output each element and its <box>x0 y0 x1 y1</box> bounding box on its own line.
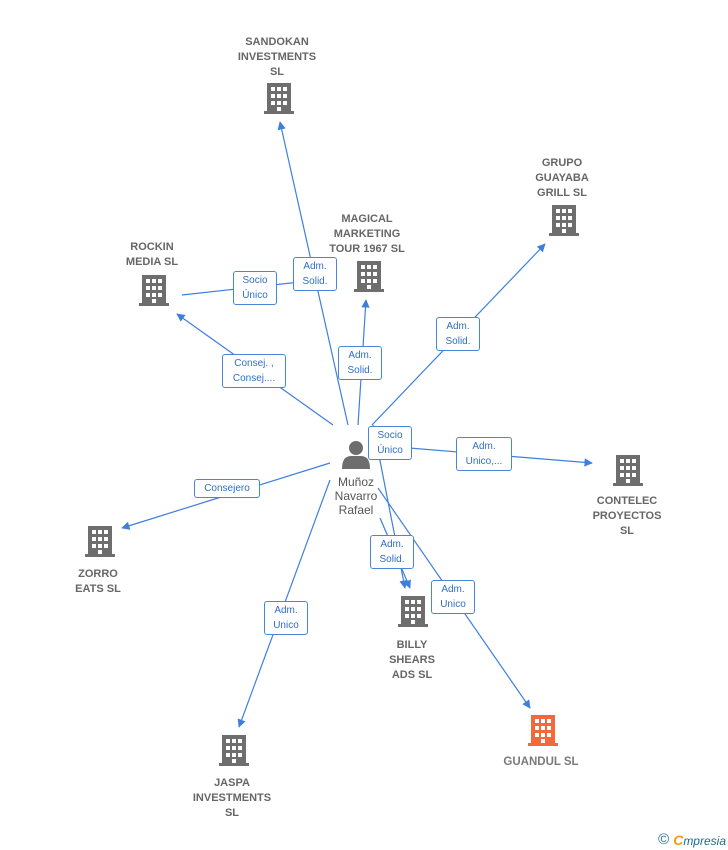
relation-label-r2[interactable]: Socio Único <box>233 271 277 305</box>
building-icon <box>613 455 643 486</box>
building-icon <box>139 275 169 306</box>
brand-logo: Cmpresia <box>673 831 726 848</box>
building-icon <box>398 596 428 627</box>
building-icon <box>528 715 558 746</box>
company-name-sandokan[interactable]: SANDOKAN INVESTMENTS SL <box>237 36 317 78</box>
building-icon <box>85 526 115 557</box>
footer-brand: © Cmpresia <box>658 831 726 848</box>
company-name-rockin[interactable]: ROCKIN MEDIA SL <box>125 241 179 268</box>
relation-label-r9[interactable]: Adm. Solid. <box>370 535 414 569</box>
company-name-jaspa[interactable]: JASPA INVESTMENTS SL <box>192 777 272 819</box>
copyright-icon: © <box>658 831 670 848</box>
company-name-guandul[interactable]: GUANDUL SL <box>503 756 579 768</box>
company-name-grupo-guayaba[interactable]: GRUPO GUAYABA GRILL SL <box>535 157 589 199</box>
relation-label-r8[interactable]: Consejero <box>194 479 260 498</box>
company-name-magical[interactable]: MAGICAL MARKETING TOUR 1967 SL <box>329 213 405 255</box>
relation-label-r10[interactable]: Adm. Unico <box>431 580 475 614</box>
company-name-zorro[interactable]: ZORRO EATS SL <box>75 568 121 595</box>
person-name[interactable]: Muñoz Navarro Rafael <box>334 475 378 517</box>
relation-label-r6[interactable]: Socio Único <box>368 426 412 460</box>
company-name-billy[interactable]: BILLY SHEARS ADS SL <box>389 639 435 681</box>
person-icon <box>342 441 370 469</box>
relation-label-r4[interactable]: Adm. Solid. <box>338 346 382 380</box>
company-name-contelec[interactable]: CONTELEC PROYECTOS SL <box>592 495 662 537</box>
relation-label-r1[interactable]: Adm. Solid. <box>293 257 337 291</box>
building-icon <box>219 735 249 766</box>
building-icon <box>354 261 384 292</box>
building-icon <box>264 83 294 114</box>
building-icon <box>549 205 579 236</box>
nodes-layer <box>85 83 643 766</box>
relation-label-r7[interactable]: Adm. Unico,... <box>456 437 512 471</box>
relation-label-r3[interactable]: Adm. Solid. <box>436 317 480 351</box>
relation-label-r5[interactable]: Consej. , Consej.... <box>222 354 286 388</box>
relation-label-r11[interactable]: Adm. Unico <box>264 601 308 635</box>
